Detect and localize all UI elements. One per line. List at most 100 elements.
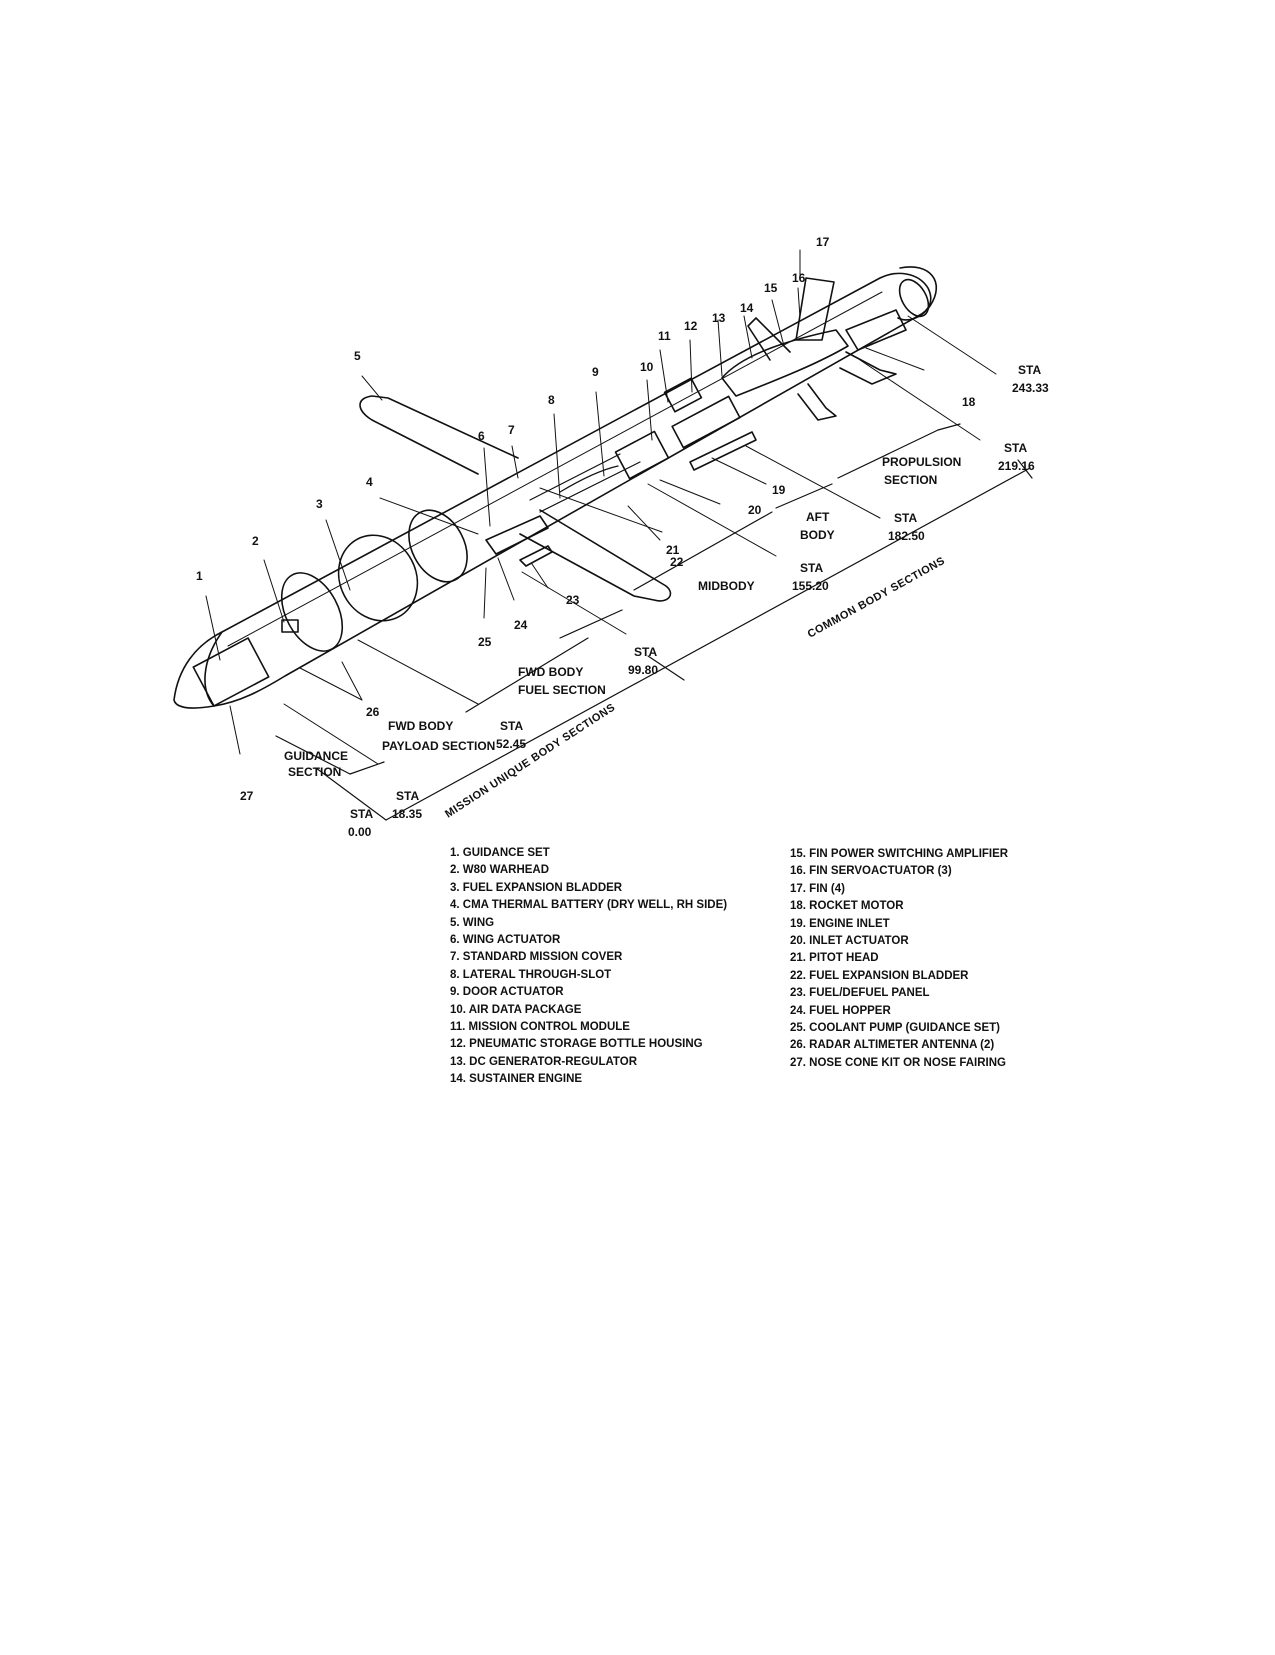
sta-99-value: 99.80 [628, 663, 658, 677]
nose-cone [204, 631, 223, 707]
fuel-bladder-drum-2 [337, 534, 419, 622]
parts-legend-left: 1. GUIDANCE SET 2. W80 WARHEAD 3. FUEL E… [450, 845, 727, 1089]
callout-24: 24 [514, 618, 528, 632]
sta-155-label: STA [800, 561, 823, 575]
sta-52-value: 52.45 [496, 737, 526, 751]
callout-5: 5 [354, 349, 361, 363]
callout-20: 20 [748, 503, 762, 517]
callout-22: 22 [670, 555, 684, 569]
legend-item: 15. FIN POWER SWITCHING AMPLIFIER [790, 848, 1009, 860]
legend-item: 11. MISSION CONTROL MODULE [450, 1021, 630, 1034]
callout-3: 3 [316, 497, 323, 511]
legend-item: 12. PNEUMATIC STORAGE BOTTLE HOUSING [450, 1038, 703, 1051]
guidance-set-box [192, 637, 270, 707]
warhead-box [281, 619, 299, 633]
callout-7: 7 [508, 423, 515, 437]
fin-top [795, 277, 835, 341]
sta-0-label: STA [350, 807, 373, 821]
callout-17: 17 [816, 235, 830, 249]
legend-item: 10. AIR DATA PACKAGE [450, 1003, 582, 1016]
fuel-defuel-panel [519, 545, 553, 567]
callout-13: 13 [712, 311, 726, 325]
callout-16: 16 [792, 271, 806, 285]
callout-12: 12 [684, 319, 698, 333]
engine-inlet-lip [689, 431, 757, 471]
legend-item: 8. LATERAL THROUGH-SLOT [450, 968, 612, 981]
callout-25: 25 [478, 635, 492, 649]
callout-23: 23 [566, 593, 580, 607]
mission-unique-label: MISSION UNIQUE BODY SECTIONS [443, 701, 617, 820]
legend-item: 22. FUEL EXPANSION BLADDER [790, 969, 969, 982]
legend-item: 17. FIN (4) [790, 882, 845, 895]
callout-21: 21 [666, 543, 680, 557]
air-data-package [614, 430, 670, 480]
midbody-detail [529, 453, 641, 513]
legend-item: 3. FUEL EXPANSION BLADDER [450, 881, 623, 894]
propulsion-label-2: SECTION [884, 473, 937, 487]
fwd-payload-label-1: FWD BODY [388, 719, 453, 733]
tail-cap [897, 266, 938, 321]
parts-legend-right: 15. FIN POWER SWITCHING AMPLIFIER 16. FI… [790, 846, 1008, 1072]
legend-item: 23. FUEL/DEFUEL PANEL [790, 987, 930, 1000]
fin-right [839, 351, 897, 385]
legend-item: 16. FIN SERVOACTUATOR (3) [790, 865, 952, 878]
aft-body-label-1: AFT [806, 510, 830, 524]
common-body-label: COMMON BODY SECTIONS [806, 555, 948, 641]
callout-14: 14 [740, 301, 754, 315]
wing-lower [519, 509, 672, 602]
legend-item: 4. CMA THERMAL BATTERY (DRY WELL, RH SID… [450, 899, 728, 912]
legend-item: 2. W80 WARHEAD [450, 864, 550, 877]
legend-item: 14. SUSTAINER ENGINE [450, 1073, 583, 1086]
midbody-label: MIDBODY [698, 579, 755, 593]
sta-182-label: STA [894, 511, 917, 525]
fuel-hopper [485, 515, 549, 555]
callout-4: 4 [366, 475, 373, 489]
sustainer-engine [721, 329, 849, 397]
mission-control-module [663, 377, 703, 413]
callout-6: 6 [478, 429, 485, 443]
callout-27: 27 [240, 789, 254, 803]
legend-item: 18. ROCKET MOTOR [790, 900, 904, 913]
legend-item: 21. PITOT HEAD [790, 952, 879, 965]
legend-item: 20. INLET ACTUATOR [790, 935, 909, 948]
legend-item: 24. FUEL HOPPER [790, 1004, 891, 1017]
sta-99-label: STA [634, 645, 657, 659]
sta-182-value: 182.50 [888, 529, 925, 543]
callout-1: 1 [196, 569, 203, 583]
callout-19: 19 [772, 483, 786, 497]
legend-item: 13. DC GENERATOR-REGULATOR [450, 1055, 637, 1068]
sta-155-value: 155.20 [792, 579, 829, 593]
sta-219-value: 219.16 [998, 459, 1035, 473]
sta-18-label: STA [396, 789, 419, 803]
legend-item: 26. RADAR ALTIMETER ANTENNA (2) [790, 1039, 995, 1052]
sta-52-label: STA [500, 719, 523, 733]
callout-15: 15 [764, 281, 778, 295]
legend-item: 5. WING [450, 916, 495, 929]
fwd-fuel-label-2: FUEL SECTION [518, 683, 606, 697]
sta-18-value: 18.35 [392, 807, 422, 821]
legend-item: 25. COOLANT PUMP (GUIDANCE SET) [790, 1022, 1000, 1035]
body-seam [227, 291, 883, 647]
fwd-payload-label-2: PAYLOAD SECTION [382, 739, 495, 753]
fuel-bladder-drum-1 [280, 572, 344, 652]
callout-18: 18 [962, 395, 976, 409]
callout-2: 2 [252, 534, 259, 548]
legend-item: 19. ENGINE INLET [790, 917, 890, 930]
sta-243-label: STA [1018, 363, 1041, 377]
callout-11: 11 [658, 329, 671, 343]
fuel-bladder-drum-3 [408, 509, 468, 583]
sta-0-value: 0.00 [348, 825, 372, 839]
legend-item: 1. GUIDANCE SET [450, 847, 550, 859]
fin-left [747, 317, 791, 361]
wing-upper [359, 395, 519, 475]
propulsion-label-1: PROPULSION [882, 455, 961, 469]
rocket-motor [845, 309, 907, 351]
legend-item: 6. WING ACTUATOR [450, 934, 561, 947]
callout-8: 8 [548, 393, 555, 407]
aft-body-label-2: BODY [800, 528, 835, 542]
guidance-section-label-2: SECTION [288, 765, 341, 779]
inlet-box [671, 395, 741, 449]
callout-10: 10 [640, 360, 654, 374]
fwd-fuel-label-1: FWD BODY [518, 665, 583, 679]
